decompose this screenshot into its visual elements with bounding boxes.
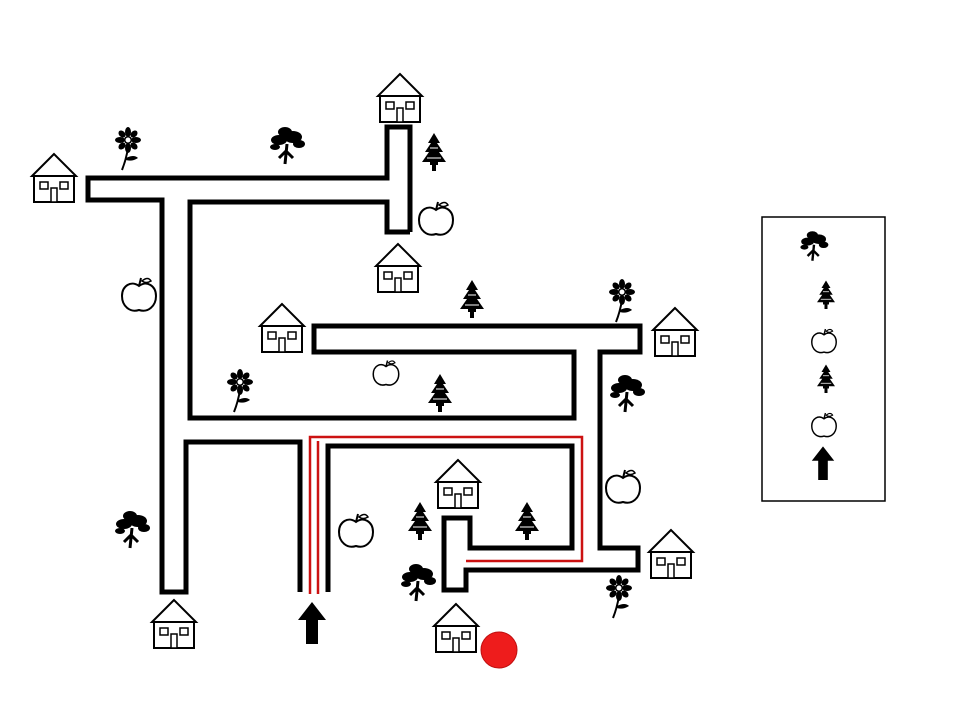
route-line xyxy=(308,435,584,594)
apple-icon xyxy=(338,513,374,548)
leafy-tree-icon xyxy=(608,373,647,414)
flower-icon xyxy=(226,368,254,413)
road-network xyxy=(85,124,643,595)
house-icon xyxy=(648,529,694,579)
pine-tree-icon xyxy=(407,501,433,541)
house-icon xyxy=(375,243,421,293)
apple-icon xyxy=(418,201,454,236)
flower-icon xyxy=(608,278,636,323)
flower-icon xyxy=(114,126,142,171)
road-top-inner xyxy=(187,199,643,593)
pine-tree-icon xyxy=(459,279,485,319)
house-icon xyxy=(377,73,423,123)
pine-tree-icon xyxy=(514,501,540,541)
pine-tree-icon xyxy=(421,132,447,172)
house-icon xyxy=(652,307,698,357)
apple-icon xyxy=(372,359,400,386)
start-arrow-icon xyxy=(298,602,326,644)
pine-tree-icon xyxy=(427,373,453,413)
leafy-tree-icon xyxy=(113,509,152,550)
route-path xyxy=(308,435,584,594)
house-icon xyxy=(31,153,77,203)
leafy-tree-icon xyxy=(268,125,307,166)
house-icon xyxy=(259,303,305,353)
house-icon xyxy=(433,603,479,653)
flower-icon xyxy=(605,574,633,619)
legend-box xyxy=(761,216,886,502)
apple-icon xyxy=(121,277,157,312)
apple-icon xyxy=(605,469,641,504)
leafy-tree-icon xyxy=(399,562,438,603)
house-icon xyxy=(151,599,197,649)
road-top-left-block xyxy=(85,124,413,595)
house-icon xyxy=(435,459,481,509)
goal-dot-icon xyxy=(480,631,518,669)
